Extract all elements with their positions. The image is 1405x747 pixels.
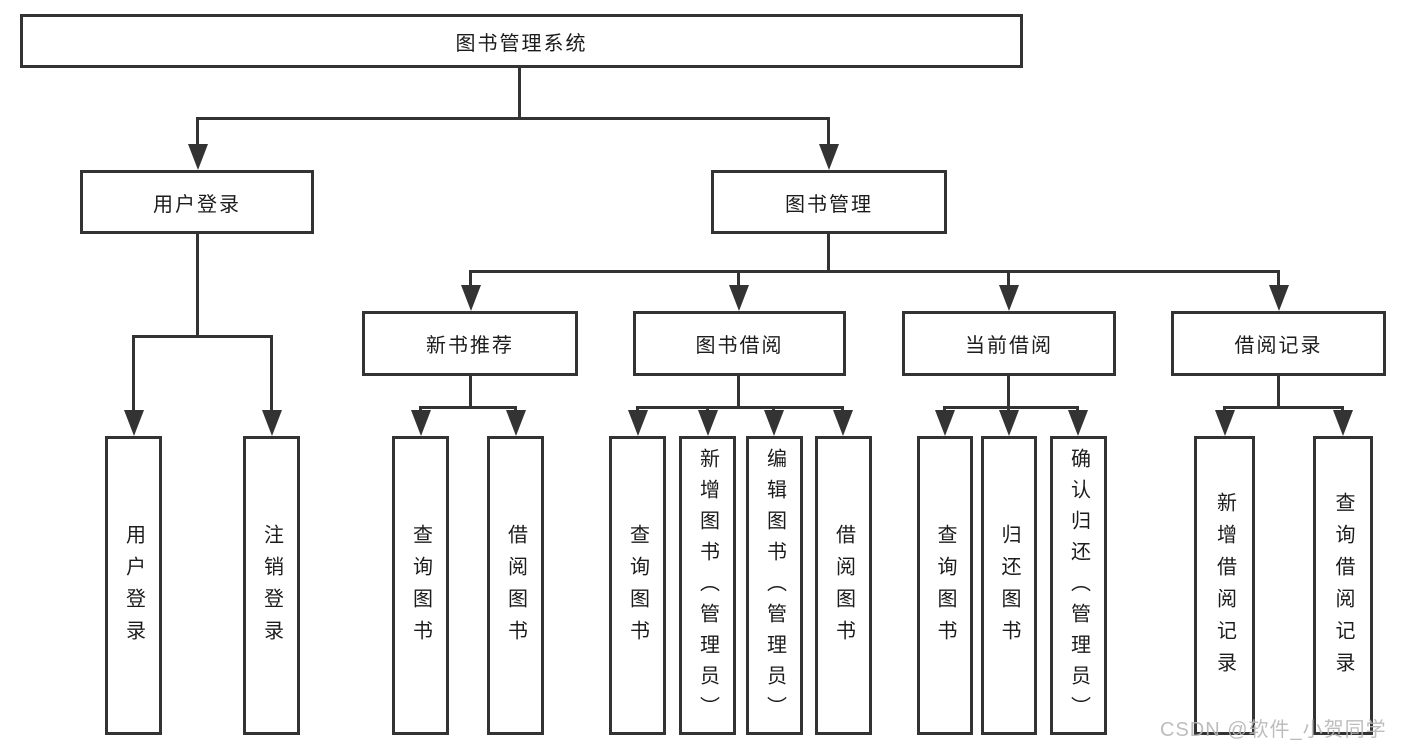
leaf-return-book: 归还图书 <box>981 436 1037 735</box>
node-borrowing-records: 借阅记录 <box>1171 311 1386 376</box>
arrow-to-book-management <box>818 117 839 170</box>
leaf-query-books-current: 查询图书 <box>917 436 973 735</box>
connector-new-book-recommend-stem <box>469 376 472 408</box>
arrow-to-leaf-query-borrow-record <box>1332 406 1353 436</box>
connector-root-stem <box>518 68 521 120</box>
arrow-to-leaf-edit-book-admin <box>763 406 784 436</box>
arrow-to-borrowing-records <box>1268 270 1289 311</box>
csdn-watermark: CSDN @软件_小贺同学 <box>1160 719 1387 741</box>
leaf-query-books-recommend: 查询图书 <box>392 436 449 735</box>
node-book-borrowing: 图书借阅 <box>633 311 846 376</box>
arrow-to-leaf-return-book <box>998 406 1019 436</box>
leaf-borrow-books: 借阅图书 <box>815 436 872 735</box>
connector-book-management-bar <box>469 270 1280 273</box>
arrow-to-leaf-borrow-books-recommend <box>505 406 526 436</box>
connector-root-bar <box>196 117 830 120</box>
node-book-management: 图书管理 <box>711 170 947 234</box>
connector-current-borrowing-bar <box>943 406 1079 409</box>
arrow-to-new-book-recommend <box>460 270 481 311</box>
connector-borrowing-records-stem <box>1277 376 1280 408</box>
connector-book-borrowing-stem <box>737 376 740 408</box>
connector-user-login-bar <box>132 335 273 338</box>
connector-book-management-stem <box>827 234 830 273</box>
connector-borrowing-records-bar <box>1223 406 1343 409</box>
leaf-borrow-books-recommend: 借阅图书 <box>487 436 544 735</box>
node-library-management-system: 图书管理系统 <box>20 14 1023 68</box>
arrow-to-leaf-query-books-current <box>934 406 955 436</box>
leaf-query-books-borrowing: 查询图书 <box>609 436 666 735</box>
connector-book-borrowing-bar <box>636 406 844 409</box>
connector-new-book-recommend-bar <box>419 406 517 409</box>
node-new-book-recommend: 新书推荐 <box>362 311 578 376</box>
arrow-to-leaf-confirm-return-admin <box>1067 406 1088 436</box>
node-current-borrowing: 当前借阅 <box>902 311 1116 376</box>
node-user-login: 用户登录 <box>80 170 314 234</box>
arrow-to-book-borrowing <box>728 270 749 311</box>
leaf-logout: 注销登录 <box>243 436 300 735</box>
leaf-add-borrow-record: 新增借阅记录 <box>1194 436 1255 735</box>
arrow-to-leaf-add-borrow-record <box>1214 406 1235 436</box>
leaf-confirm-return-admin: 确认归还（管理员） <box>1050 436 1107 735</box>
leaf-edit-book-admin: 编辑图书（管理员） <box>746 436 803 735</box>
leaf-user-login: 用户登录 <box>105 436 162 735</box>
arrow-to-leaf-user-login <box>123 335 144 436</box>
arrow-to-leaf-query-books-recommend <box>410 406 431 436</box>
arrow-to-leaf-borrow-books <box>832 406 853 436</box>
arrow-to-leaf-logout <box>261 335 282 436</box>
arrow-to-user-login <box>187 117 208 170</box>
connector-user-login-stem <box>196 234 199 338</box>
arrow-to-current-borrowing <box>998 270 1019 311</box>
leaf-query-borrow-record: 查询借阅记录 <box>1313 436 1373 735</box>
leaf-add-book-admin: 新增图书（管理员） <box>679 436 736 735</box>
arrow-to-leaf-add-book-admin <box>697 406 718 436</box>
arrow-to-leaf-query-books-borrowing <box>627 406 648 436</box>
connector-current-borrowing-stem <box>1007 376 1010 408</box>
